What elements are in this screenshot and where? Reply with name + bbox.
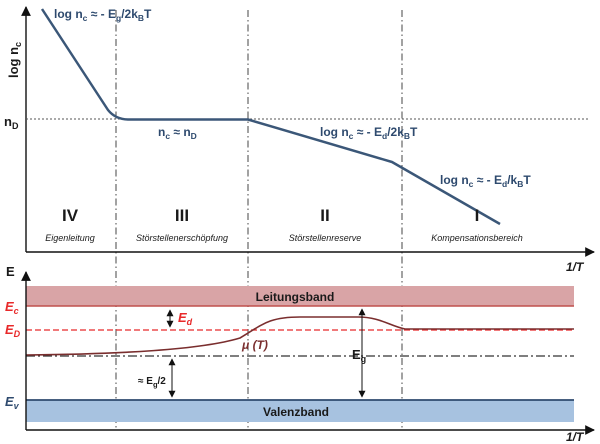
eg-half-label: ≈ Eg/2 [138, 376, 166, 389]
chemical-potential-curve [25, 316, 574, 356]
region-numeral-iii: III [175, 206, 189, 225]
valence-band-label: Valenzband [263, 405, 329, 419]
mu-label: μ (T) [241, 338, 268, 352]
region-numeral-i: I [475, 206, 480, 225]
ed-label: ED [5, 322, 21, 339]
ev-label: Ev [5, 394, 20, 411]
reserve-annotation: log nc ≈ - Ed/2kBT [320, 125, 418, 141]
compensation-annotation: log nc ≈ - Ed/kBT [440, 173, 531, 189]
region-numeral-ii: II [320, 206, 329, 225]
intrinsic-annotation: log nc ≈ - Eg/2kBT [54, 7, 152, 23]
valence-band [26, 400, 574, 422]
nd-tick-label: nD [4, 114, 19, 131]
region-name-eigenleitung: Eigenleitung [45, 233, 95, 243]
upper-x-label: 1/T [566, 260, 585, 274]
upper-y-label: log nc [6, 42, 23, 78]
upper-panel: log nc nD 1/T log nc ≈ - Eg/2kBT nc ≈ nD… [4, 6, 595, 430]
lower-panel: Leitungsband Valenzband E 1/T Ec ED Ev E… [5, 264, 595, 444]
region-name-stoerstellenerschoepfung: Störstellenerschöpfung [136, 233, 228, 243]
exhaustion-annotation: nc ≈ nD [158, 125, 197, 141]
conduction-band-label: Leitungsband [256, 290, 335, 304]
lower-x-label: 1/T [566, 430, 585, 444]
ed-arrow-label: Ed [178, 310, 193, 327]
region-numeral-iv: IV [62, 206, 79, 225]
region-name-kompensationsbereich: Kompensationsbereich [431, 233, 523, 243]
carrier-density-curve [40, 8, 501, 226]
eg-arrow-label: Eg [352, 347, 366, 364]
ec-label: Ec [5, 299, 19, 316]
conduction-band [26, 286, 574, 306]
region-name-stoerstellenreserve: Störstellenreserve [289, 233, 362, 243]
lower-y-label: E [6, 264, 15, 279]
